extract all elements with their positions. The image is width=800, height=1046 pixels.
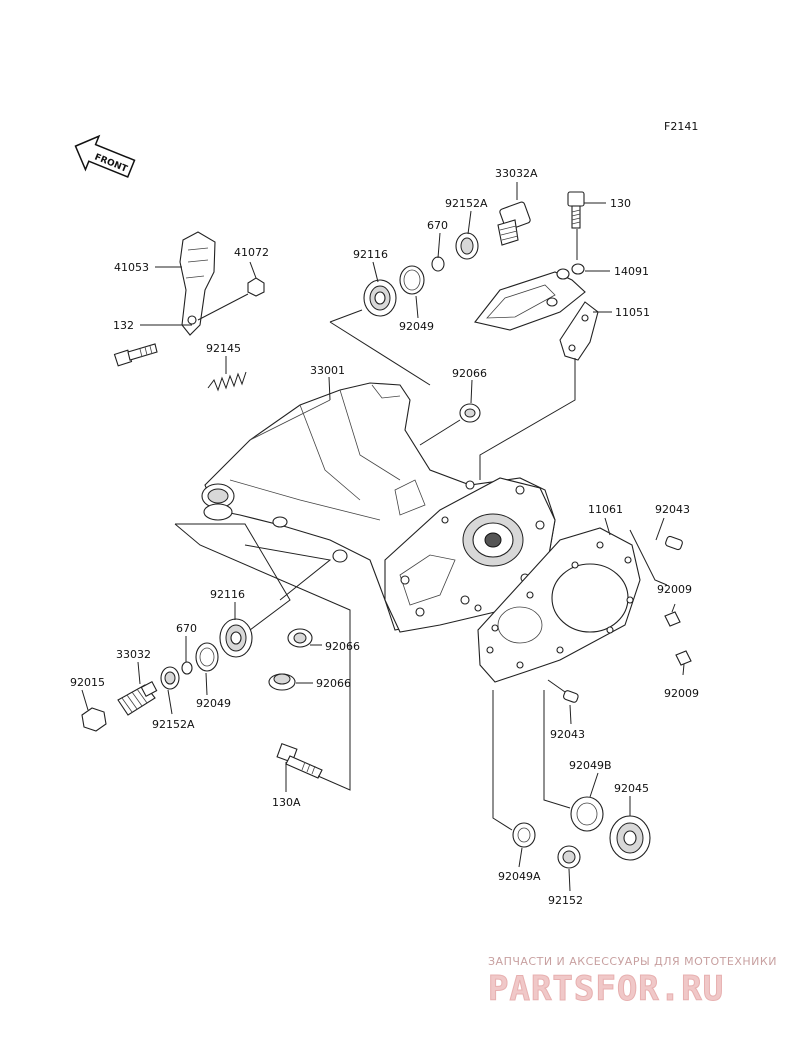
label-92152: 92152: [548, 894, 583, 907]
label-92152A-top: 92152A: [445, 197, 488, 210]
label-11061: 11061: [588, 503, 623, 516]
label-92066-mid: 92066: [325, 640, 360, 653]
seal-92049-bottom: [195, 642, 219, 672]
label-92049-bottom: 92049: [196, 697, 231, 710]
label-670-bottom: 670: [176, 622, 197, 635]
front-arrow-icon: FRONT: [74, 134, 136, 178]
watermark: ЗАПЧАСТИ И АКСЕССУАРЫ ДЛЯ МОТОТЕХНИКИ PA…: [488, 955, 777, 1010]
label-92066-top: 92066: [452, 367, 487, 380]
bolt-130: [567, 191, 585, 229]
label-92009-top: 92009: [657, 583, 692, 596]
label-41072: 41072: [234, 246, 269, 259]
label-14091: 14091: [614, 265, 649, 278]
label-33032A: 33032A: [495, 167, 538, 180]
label-92043-bottom: 92043: [550, 728, 585, 741]
label-92009-bottom: 92009: [664, 687, 699, 700]
dowel-92043-bottom: [563, 690, 579, 703]
label-92049B: 92049B: [569, 759, 612, 772]
chain-guide-41053: [179, 231, 216, 336]
label-130: 130: [610, 197, 631, 210]
label-670-top: 670: [427, 219, 448, 232]
bolt-92009-top: [664, 611, 681, 627]
label-92015: 92015: [70, 676, 105, 689]
o-ring-670-bottom: [181, 661, 193, 675]
label-92116-top: 92116: [353, 248, 388, 261]
swingarm-body: [201, 382, 556, 633]
caliper-bracket-14091: [474, 263, 586, 331]
label-92043-top: 92043: [655, 503, 690, 516]
bolt-92009-bottom: [675, 650, 692, 666]
label-41053: 41053: [114, 261, 149, 274]
seal-92049B: [570, 796, 604, 832]
label-130A: 130A: [272, 796, 301, 809]
figure-code: F2141: [664, 120, 698, 133]
o-ring-670-top: [431, 256, 445, 272]
label-92049-top: 92049: [399, 320, 434, 333]
bolt-132: [113, 343, 158, 367]
label-33001: 33001: [310, 364, 345, 377]
label-92152A-bottom: 92152A: [152, 718, 195, 731]
label-92049A: 92049A: [498, 870, 541, 883]
nut-92015: [81, 707, 107, 732]
stopper-11051: [559, 301, 599, 361]
label-92066-bottom: 92066: [316, 677, 351, 690]
watermark-tagline: ЗАПЧАСТИ И АКСЕССУАРЫ ДЛЯ МОТОТЕХНИКИ: [488, 955, 777, 968]
adjuster-33032: [117, 681, 158, 716]
label-92116-bottom: 92116: [210, 588, 245, 601]
label-132: 132: [113, 319, 134, 332]
seal-92049A: [512, 822, 536, 848]
leader-lines: [81, 182, 685, 892]
label-92045: 92045: [614, 782, 649, 795]
label-11051: 11051: [615, 306, 650, 319]
label-92145: 92145: [206, 342, 241, 355]
watermark-brand-logo: PARTSFOR.RU: [488, 969, 724, 1009]
nut-41072: [247, 277, 265, 297]
label-33032: 33032: [116, 648, 151, 661]
bolt-130A: [276, 742, 323, 779]
adjuster-33032A: [497, 201, 531, 246]
part-number-labels: 33032A 130 92152A 670 92116 92049 14091 …: [70, 167, 699, 907]
gasket-11061: [477, 527, 641, 683]
spring-92145: [207, 371, 247, 392]
dowel-92043-top: [665, 535, 683, 551]
